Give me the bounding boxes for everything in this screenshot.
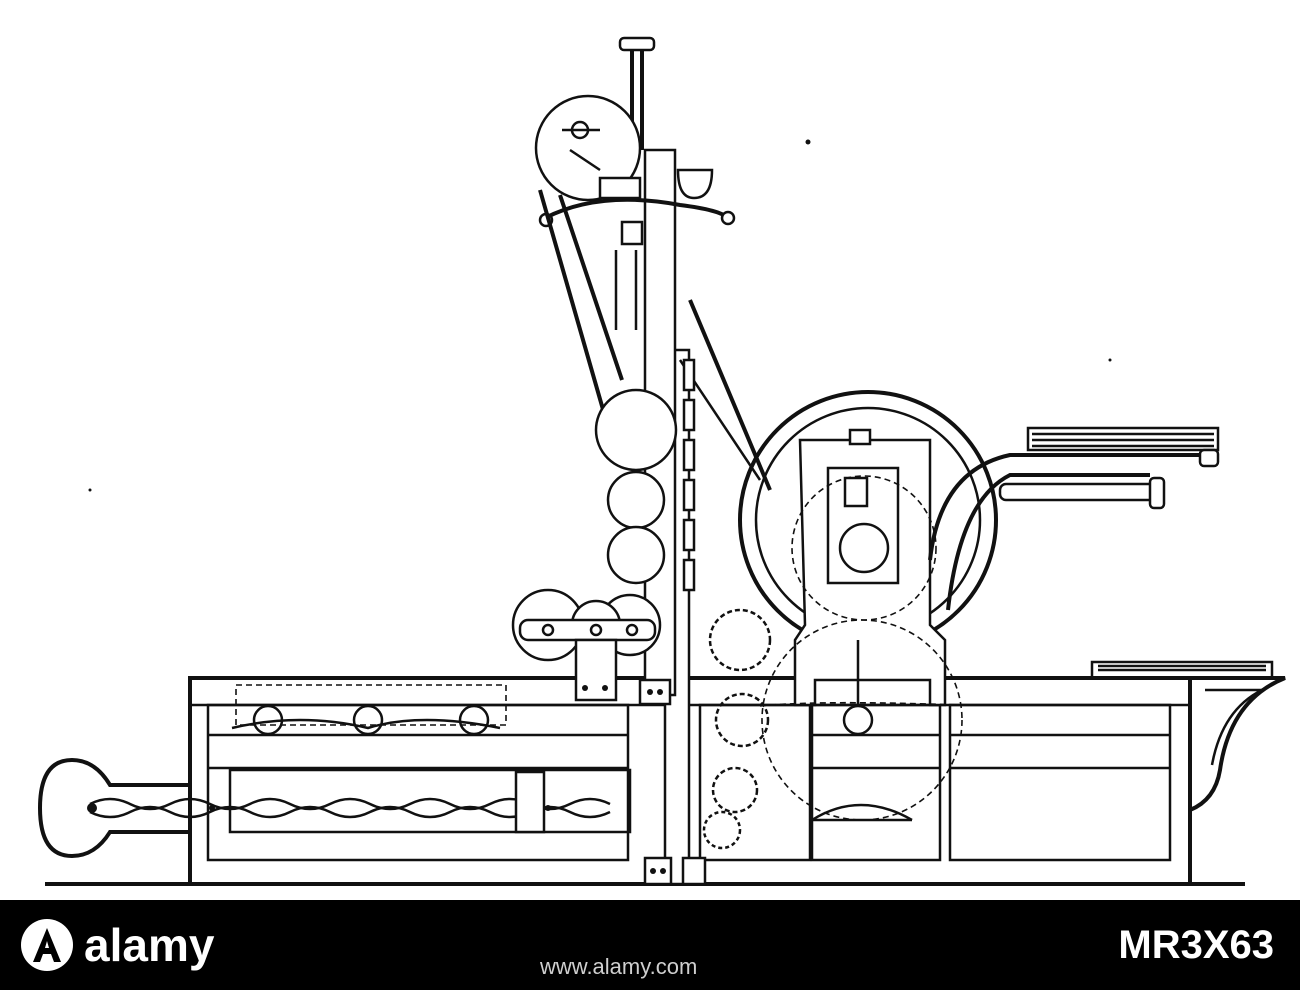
ink-speck bbox=[805, 139, 811, 145]
alamy-a-logo-icon bbox=[21, 919, 73, 971]
image-id-label: MR3X63 bbox=[1118, 923, 1274, 967]
logo-wordmark: alamy bbox=[84, 919, 215, 971]
ink-rollers bbox=[511, 388, 678, 702]
ink-speck bbox=[88, 488, 92, 492]
watermark-footer-bar: alamy MR3X63 www.alamy.com bbox=[0, 900, 1300, 990]
chain-links bbox=[682, 358, 696, 592]
printing-press-engraving bbox=[37, 36, 1286, 886]
feed-board bbox=[928, 426, 1220, 611]
press-base-frame bbox=[37, 660, 1286, 886]
ink-speck bbox=[1108, 358, 1112, 362]
impression-cylinder bbox=[738, 390, 998, 822]
gear-train bbox=[702, 608, 772, 850]
top-spindle-assembly bbox=[534, 36, 736, 421]
site-url-label[interactable]: www.alamy.com bbox=[540, 954, 698, 979]
alamy-logo: alamy bbox=[20, 918, 214, 972]
